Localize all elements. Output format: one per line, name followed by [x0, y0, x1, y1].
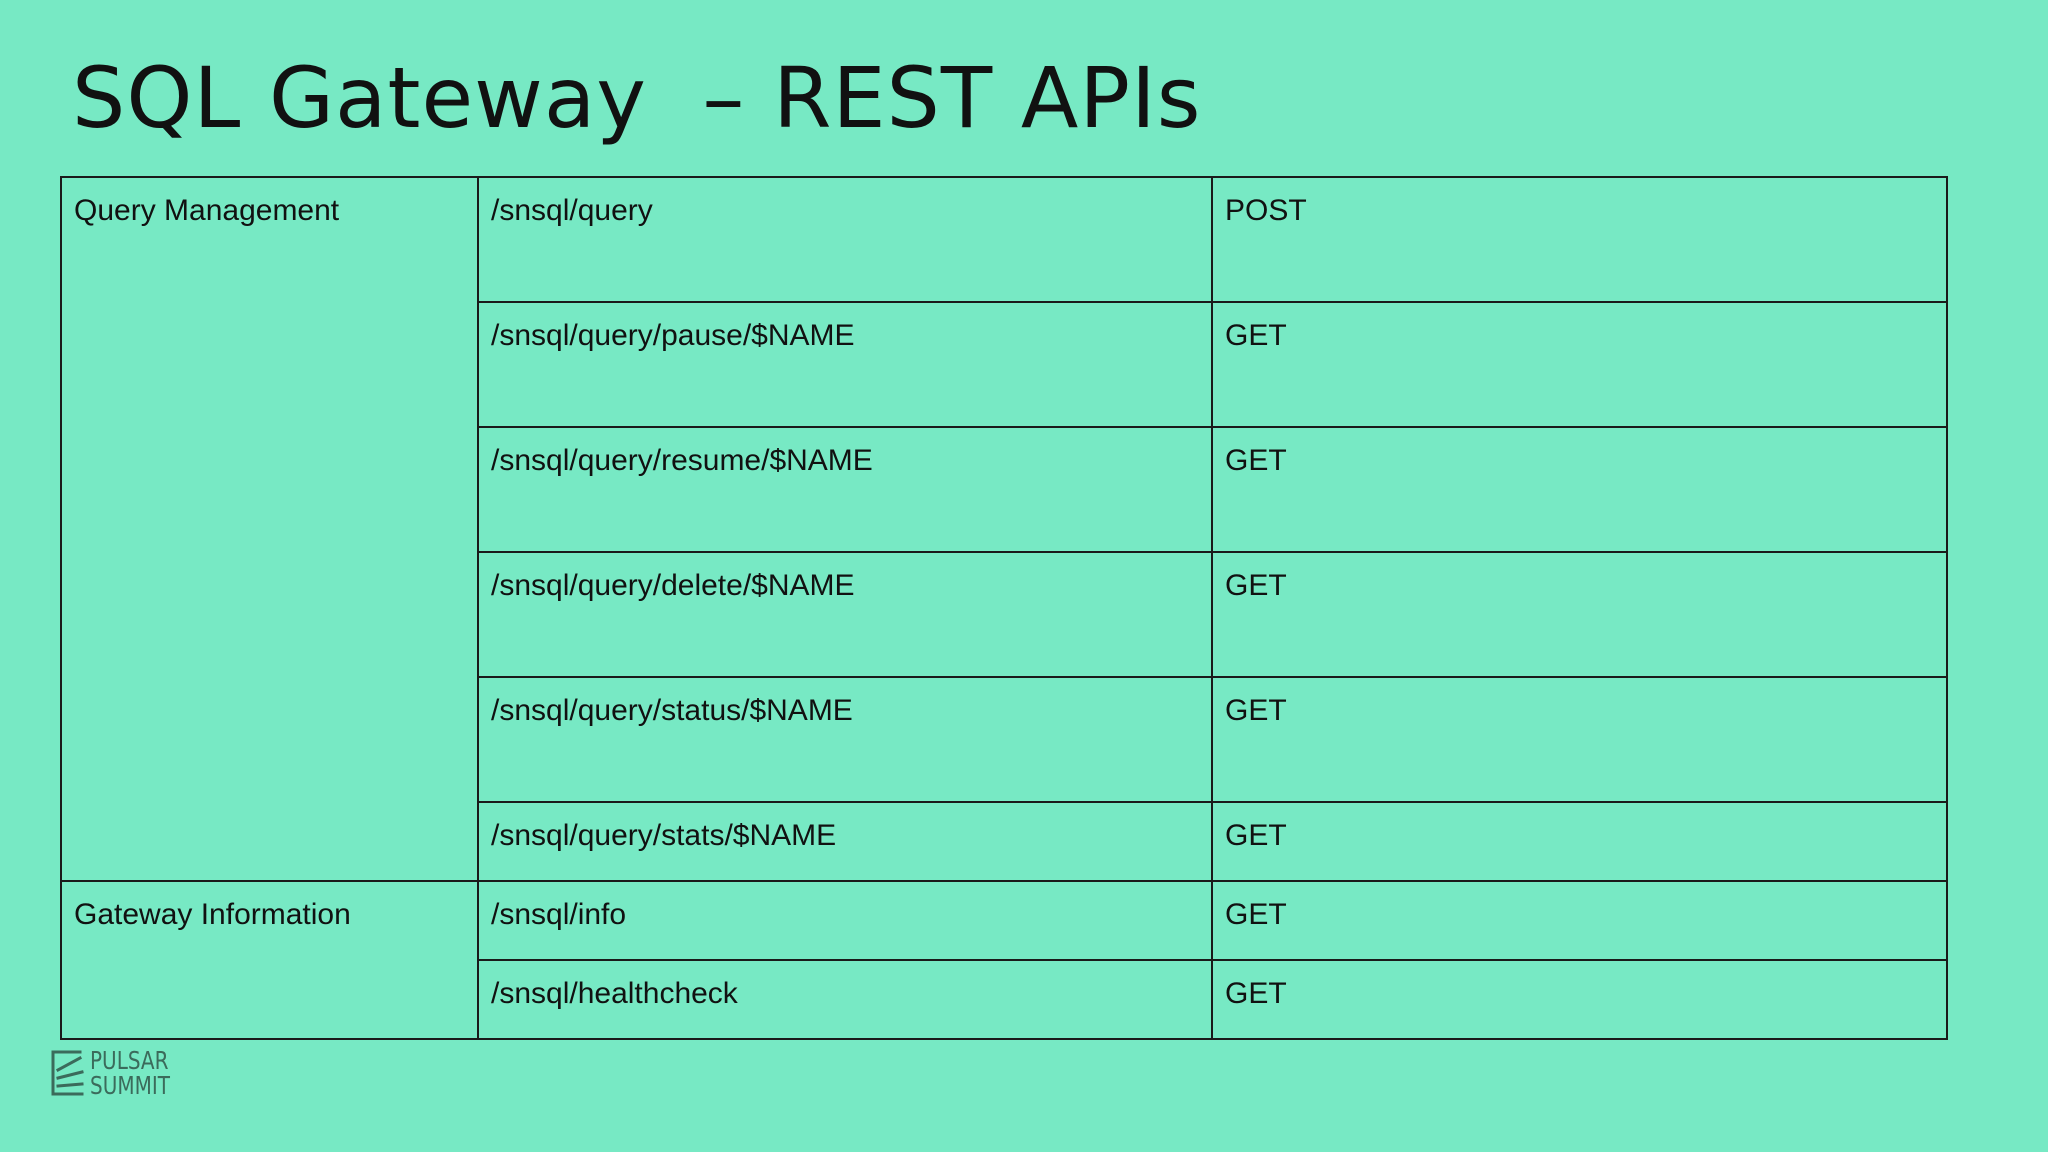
endpoint-cell: /snsql/healthcheck — [477, 959, 1213, 1040]
table-row: /snsql/query/pause/$NAME GET — [61, 301, 1948, 428]
table-row: /snsql/healthcheck GET — [61, 959, 1948, 1040]
table-row: Query Management /snsql/query POST — [60, 176, 1948, 882]
endpoint-cell: /snsql/query/resume/$NAME — [477, 426, 1213, 553]
method-cell: GET — [1211, 426, 1948, 553]
table-row: /snsql/query/resume/$NAME GET — [61, 426, 1948, 553]
endpoint-cell: /snsql/query/pause/$NAME — [477, 301, 1213, 428]
logo-line-pulsar: PULSAR — [90, 1046, 169, 1075]
logo-line-summit: SUMMIT — [90, 1071, 170, 1100]
group-label-query-management: Query Management — [60, 176, 479, 882]
endpoint-cell: /snsql/query/status/$NAME — [477, 676, 1213, 803]
method-cell: GET — [1211, 676, 1948, 803]
method-cell: GET — [1211, 551, 1948, 678]
pulsar-summit-logo-icon — [51, 1050, 84, 1096]
method-cell: POST — [1211, 176, 1948, 303]
endpoint-cell: /snsql/query — [477, 176, 1213, 303]
slide-title: SQL Gateway – REST APIs — [72, 49, 1202, 147]
method-cell: GET — [1211, 801, 1948, 882]
table-row: /snsql/query/stats/$NAME GET — [61, 801, 1948, 882]
method-cell: GET — [1211, 880, 1948, 961]
logo-text: PULSAR SUMMIT — [90, 1048, 170, 1098]
table-row: /snsql/query/status/$NAME GET — [61, 676, 1948, 803]
endpoint-cell: /snsql/query/delete/$NAME — [477, 551, 1213, 678]
pulsar-summit-logo: PULSAR SUMMIT — [50, 1048, 190, 1098]
group-label-gateway-information: Gateway Information — [60, 880, 479, 1040]
endpoint-cell: /snsql/query/stats/$NAME — [477, 801, 1213, 882]
method-cell: GET — [1211, 301, 1948, 428]
endpoint-cell: /snsql/info — [477, 880, 1213, 961]
method-cell: GET — [1211, 959, 1948, 1040]
api-table: Query Management /snsql/query POST /snsq… — [60, 176, 1948, 1040]
table-row: Gateway Information /snsql/info GET — [60, 880, 1948, 1040]
table-row: /snsql/query/delete/$NAME GET — [61, 551, 1948, 678]
